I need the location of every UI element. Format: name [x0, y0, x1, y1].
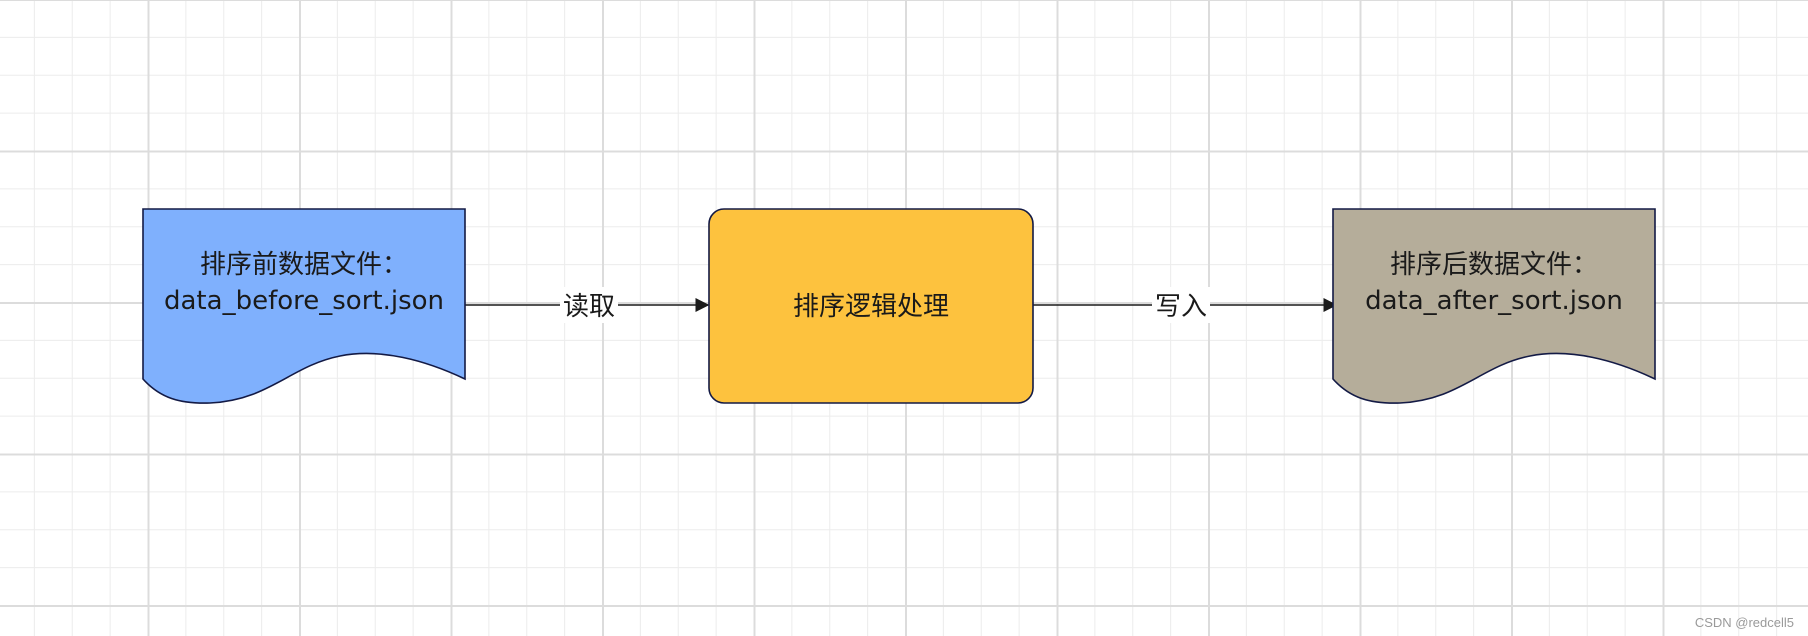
watermark: CSDN @redcell5 [1694, 615, 1794, 630]
edge-read-label-bg [560, 287, 618, 323]
process-label: 排序逻辑处理 [793, 292, 949, 322]
source-document-title: 排序前数据文件： [200, 250, 408, 280]
target-document-filename: data_after_sort.json [1365, 286, 1623, 316]
node-source-document[interactable]: 排序前数据文件： data_before_sort.json [142, 208, 466, 404]
edge-read-label: 读取 [563, 292, 615, 322]
process-shape [708, 208, 1034, 404]
source-document-shape [142, 208, 466, 404]
node-process[interactable]: 排序逻辑处理 [708, 208, 1034, 404]
edge-write-label-bg [1152, 287, 1210, 323]
target-document-shape [1332, 208, 1656, 404]
node-target-document[interactable]: 排序后数据文件： data_after_sort.json [1332, 208, 1656, 404]
edge-write[interactable]: 写入 [1033, 287, 1338, 323]
target-document-title: 排序后数据文件： [1390, 250, 1598, 280]
edge-read[interactable]: 读取 [465, 287, 710, 323]
edge-write-label: 写入 [1155, 292, 1207, 322]
source-document-filename: data_before_sort.json [164, 286, 444, 316]
